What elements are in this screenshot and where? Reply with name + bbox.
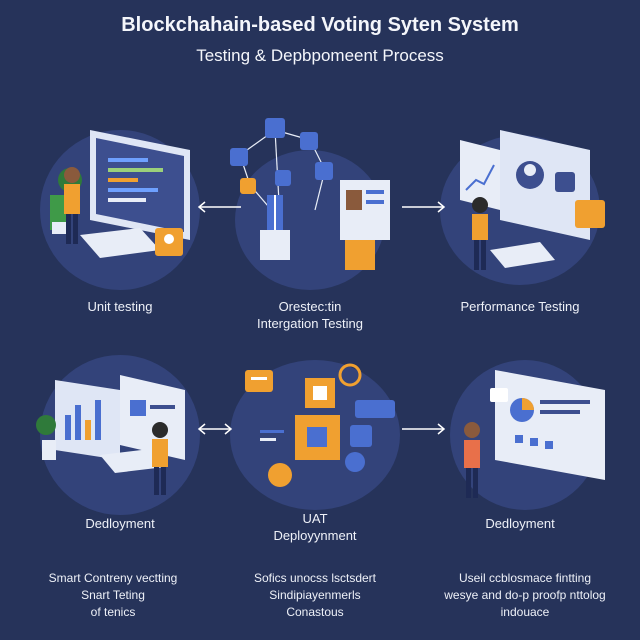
stage-label-uat-line2: Deployynment — [273, 528, 357, 543]
footer-note-line: indouace — [500, 605, 550, 619]
monitor-icon — [50, 130, 190, 258]
footer-note-1: Smart Contreny vectting Snart Teting of … — [8, 570, 218, 621]
footer-note-line: Sofics unocss lsctsdert — [253, 571, 377, 585]
monitor-icon — [464, 370, 605, 498]
monitor-icon — [36, 375, 185, 495]
footer-note-line: wesye and do-p proofp nttolog — [444, 588, 606, 602]
page-title: Blockchahain-based Voting Syten System — [121, 14, 519, 36]
arrow-double-icon — [197, 423, 233, 435]
arrow-right-icon — [402, 423, 446, 435]
stage-unit-testing — [30, 110, 210, 290]
footer-note-3: Useil ccblosmace fintting wesye and do-p… — [420, 570, 630, 621]
arrow-left-icon — [197, 201, 241, 213]
stage-performance-testing — [430, 110, 610, 290]
stage-deployment-1 — [30, 345, 210, 525]
stage-label-uat-line1: UAT — [302, 511, 328, 526]
stage-label-deployment-1: Dedloyment — [85, 516, 155, 531]
page-subtitle: Testing & Depbpomeent Process — [196, 46, 444, 65]
chart-icon — [460, 130, 605, 270]
footer-note-line: Useil ccblosmace fintting — [458, 571, 592, 585]
footer-note-line: of tenics — [90, 605, 136, 619]
footer-note-line: Conastous — [286, 605, 344, 619]
footer-note-2: Sofics unocss lsctsdert Sindipiayenmerls… — [210, 570, 420, 621]
stage-uat-deployment — [225, 350, 405, 530]
footer-note-line: Sindipiayenmerls — [269, 588, 361, 602]
footer-note-line: Smart Contreny vectting — [48, 571, 178, 585]
footer-note-line: Snart Teting — [81, 588, 145, 602]
stage-integration-testing — [220, 110, 400, 290]
stage-label-performance-testing: Performance Testing — [460, 299, 580, 314]
cube-icon — [245, 363, 395, 487]
stage-label-integration-line1: Orestec:tin — [278, 299, 342, 314]
stage-label-integration-line2: Intergation Testing — [257, 316, 363, 331]
stage-label-deployment-2: Dedloyment — [485, 516, 555, 531]
network-icon — [230, 118, 390, 270]
stage-deployment-2 — [440, 350, 620, 530]
arrow-right-icon — [402, 201, 446, 213]
stage-label-unit-testing: Unit testing — [87, 299, 153, 314]
